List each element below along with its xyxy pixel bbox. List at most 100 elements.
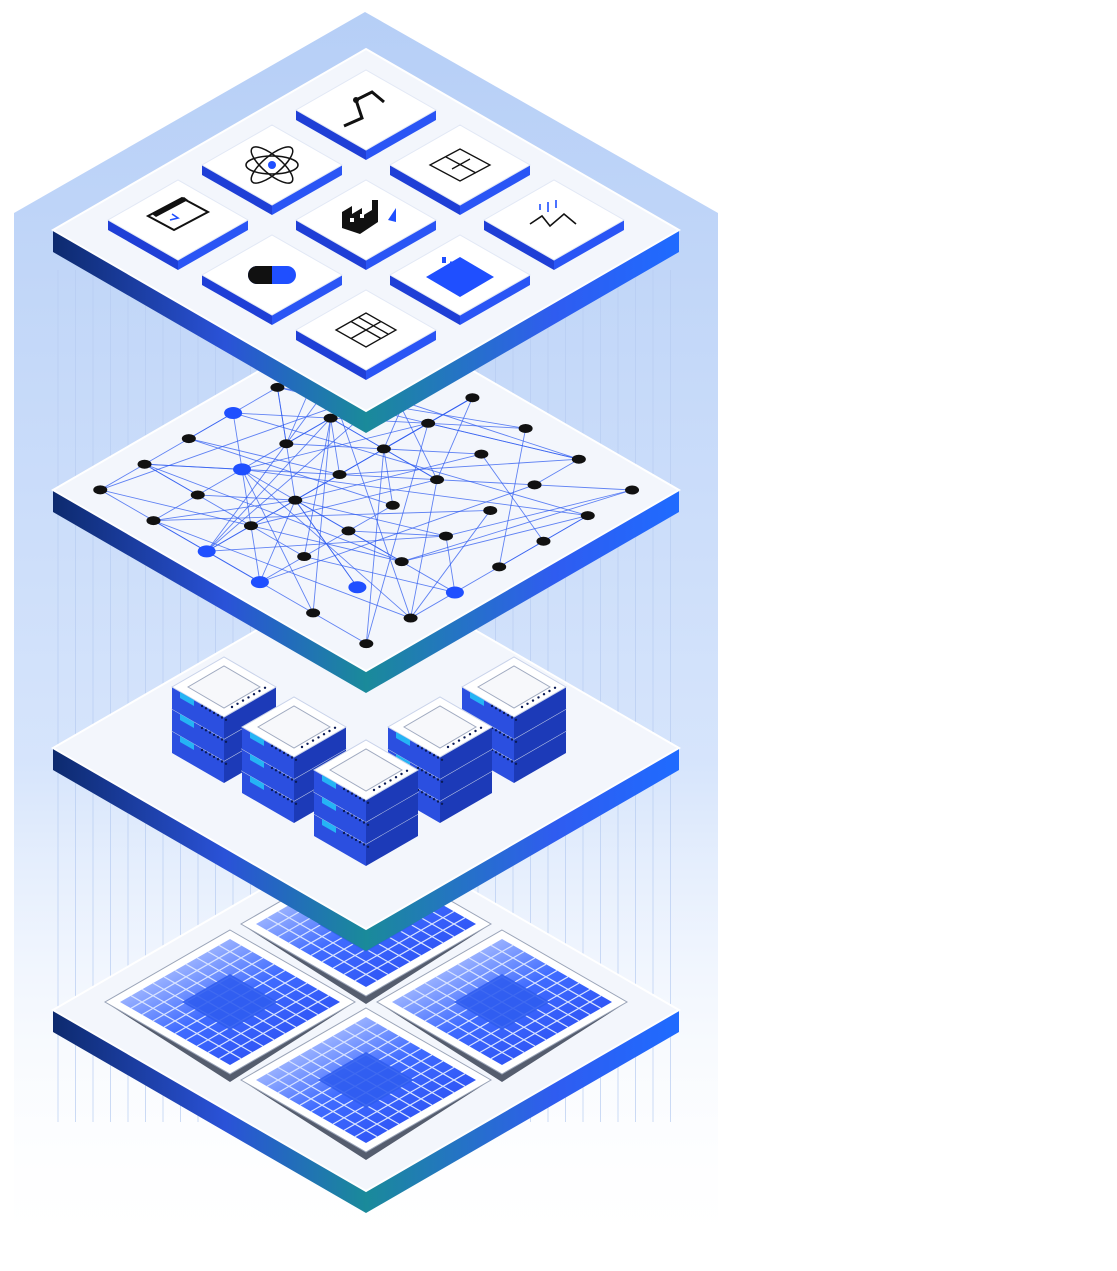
network-link — [480, 453, 544, 542]
server-vent — [420, 769, 424, 772]
tile-right — [366, 330, 436, 380]
server-vent — [294, 758, 298, 761]
battery-notch — [466, 270, 470, 277]
server-vent — [278, 771, 282, 774]
chip-gridline — [343, 1066, 455, 1131]
chip-gridline — [490, 995, 602, 1060]
server-unit-right — [440, 771, 492, 823]
prompt-chevron — [169, 213, 180, 221]
server-vent — [204, 729, 208, 732]
server-vent — [224, 718, 228, 721]
server-vent — [506, 736, 510, 739]
server-vent — [290, 778, 294, 781]
server-vent — [446, 745, 450, 749]
chip-gridline — [354, 1022, 466, 1087]
server-led — [180, 736, 194, 750]
grid-panel-icon — [334, 312, 398, 348]
server-vent — [258, 689, 261, 693]
server-vent — [416, 744, 420, 748]
tile-right — [460, 165, 530, 215]
server-vent — [294, 802, 298, 805]
server-vent — [494, 707, 498, 710]
server-vent — [428, 751, 432, 755]
tile-left — [296, 110, 366, 160]
tile-right — [272, 275, 342, 325]
network-node — [483, 505, 498, 515]
server-vent — [510, 716, 514, 719]
server-vent — [358, 797, 362, 800]
network-link — [295, 499, 447, 537]
server-vent — [531, 699, 535, 702]
network-node — [465, 393, 480, 403]
atom-icon — [245, 146, 299, 184]
server-vent — [212, 755, 216, 759]
network-node — [492, 562, 507, 572]
server-vent — [420, 747, 424, 750]
server-top-panel — [477, 665, 551, 709]
server-vent — [274, 769, 278, 772]
network-plate-left-edge — [53, 490, 366, 693]
network-node-highlight — [348, 581, 367, 594]
server-vent — [220, 760, 224, 763]
server-vent — [236, 702, 239, 705]
server-vent — [350, 836, 354, 839]
server-led — [322, 797, 336, 811]
server-vent — [208, 753, 212, 756]
battery-notch — [450, 261, 454, 268]
server-unit-right — [366, 814, 418, 866]
server-vent — [286, 798, 290, 801]
network-link — [365, 423, 429, 644]
tile-top — [294, 69, 438, 151]
server-vent — [282, 751, 286, 755]
app-plate-left-edge — [53, 230, 366, 433]
app-plate-right-edge — [366, 230, 679, 433]
network-node — [323, 413, 338, 423]
tile-left — [202, 275, 272, 325]
server-vent — [224, 762, 228, 765]
chip-gridline — [207, 951, 319, 1016]
server-vent — [537, 696, 540, 699]
capsule-icon — [248, 266, 296, 284]
server-unit-right — [440, 727, 492, 779]
server-vent — [216, 758, 220, 761]
server-vent — [328, 729, 331, 733]
chip-gridline — [479, 951, 591, 1016]
factory-flag — [388, 208, 396, 222]
network-link — [312, 418, 332, 613]
server-vent — [274, 747, 278, 750]
server-vent — [358, 841, 362, 844]
network-link — [534, 458, 580, 486]
network-node — [270, 382, 285, 392]
chip-gridline — [354, 1073, 466, 1138]
network-node — [385, 500, 400, 510]
server-unit-right — [224, 687, 276, 739]
server-unit-right — [514, 709, 566, 761]
factory-window — [360, 214, 364, 218]
server-vent — [498, 709, 502, 712]
signal-line — [529, 212, 577, 228]
application-layer — [51, 47, 681, 433]
server-vent — [389, 779, 392, 782]
server-vent — [366, 845, 370, 848]
server-unit-right — [366, 792, 418, 844]
server-led — [250, 732, 264, 746]
server-vent — [317, 736, 320, 739]
network-node-highlight — [233, 463, 252, 476]
server-vent — [400, 772, 403, 776]
network-link — [241, 468, 588, 517]
server-top-panel — [257, 705, 331, 749]
tile-right — [366, 110, 436, 160]
network-node — [394, 557, 409, 567]
network-node — [332, 470, 347, 480]
factory-window — [350, 218, 354, 222]
server-vent — [286, 776, 290, 779]
atom-orbit — [250, 146, 294, 184]
server-led — [180, 692, 194, 706]
server-vent — [494, 729, 498, 732]
atom-orbit — [250, 146, 294, 184]
server-vent — [346, 834, 350, 837]
server-vent — [350, 792, 354, 795]
server-vent — [366, 801, 370, 804]
server-vent — [436, 778, 440, 781]
atom-orbit — [245, 155, 299, 175]
